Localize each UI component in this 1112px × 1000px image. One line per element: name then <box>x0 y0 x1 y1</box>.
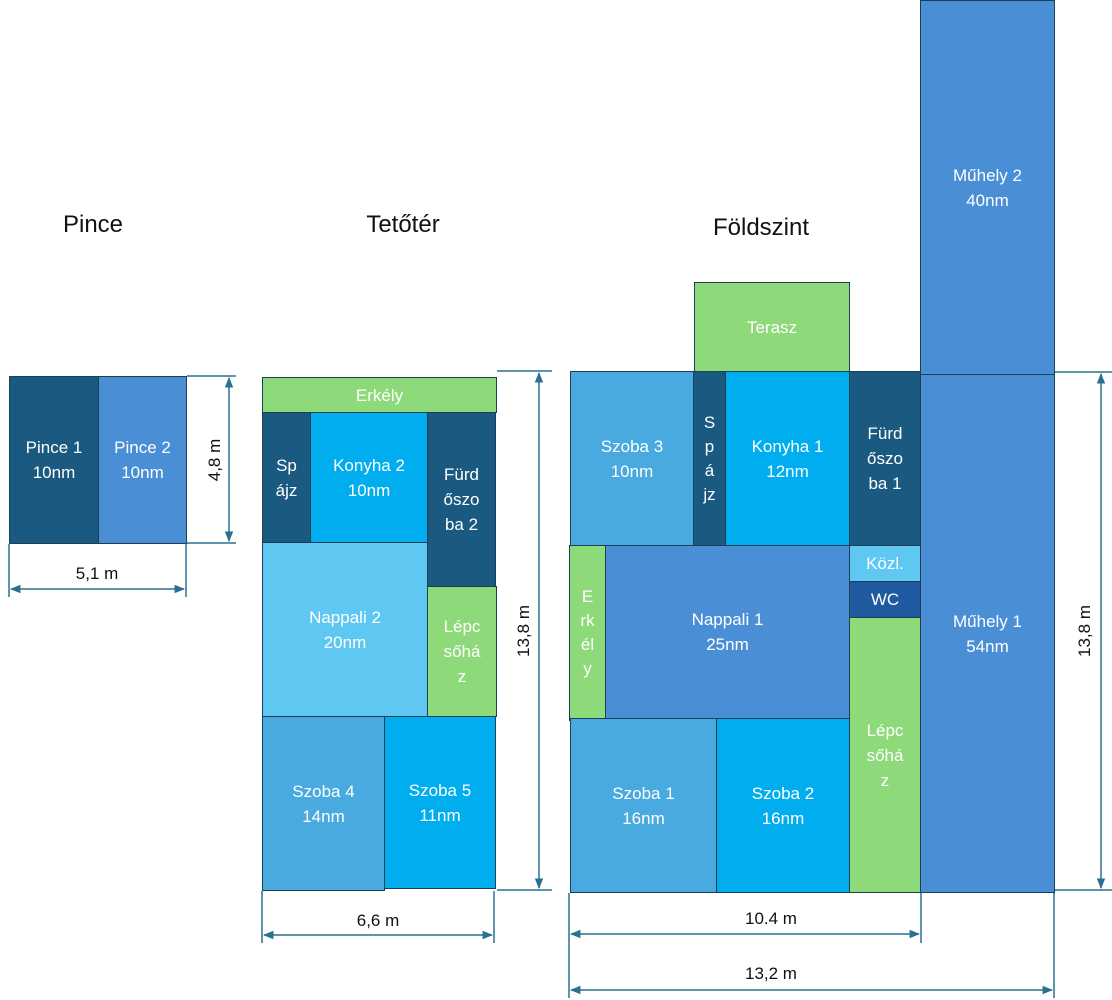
room-erkely-1: E rk él y <box>569 545 606 721</box>
room-muhely-2: Műhely 2 40nm <box>920 0 1055 375</box>
label-pince-height: 4,8 m <box>205 439 224 482</box>
room-terasz: Terasz <box>694 282 850 372</box>
title-foldszint: Földszint <box>712 214 810 241</box>
room-szoba-3: Szoba 3 10nm <box>570 371 694 546</box>
room-szoba-1: Szoba 1 16nm <box>570 718 717 893</box>
title-tetoter: Tetőtér <box>366 211 440 238</box>
label-tetoter-width: 6,6 m <box>357 911 400 930</box>
room-szoba-4: Szoba 4 14nm <box>262 716 385 891</box>
room-konyha-1: Konyha 1 12nm <box>725 371 850 546</box>
label-tetoter-height: 13,8 m <box>514 605 533 657</box>
room-szoba-2: Szoba 2 16nm <box>716 718 850 893</box>
room-konyha-2: Konyha 2 10nm <box>310 412 428 543</box>
room-pince-2: Pince 2 10nm <box>98 376 187 544</box>
label-foldszint-width-inner: 10.4 m <box>745 909 797 928</box>
label-foldszint-height: 13,8 m <box>1075 605 1094 657</box>
room-lepcsohaz-1: Lépc sőhá z <box>849 617 921 893</box>
label-foldszint-width-total: 13,2 m <box>745 964 797 983</box>
room-szoba-5: Szoba 5 11nm <box>384 716 496 889</box>
room-spajz-1: S p á jz <box>693 371 726 546</box>
room-spajz-2: Sp ájz <box>262 412 311 543</box>
room-muhely-1: Műhely 1 54nm <box>920 374 1055 893</box>
room-nappali-1: Nappali 1 25nm <box>605 545 850 719</box>
room-furdoszoba-1: Fürd őszo ba 1 <box>849 371 921 546</box>
title-pince: Pince <box>62 211 124 238</box>
label-pince-width: 5,1 m <box>76 564 119 583</box>
